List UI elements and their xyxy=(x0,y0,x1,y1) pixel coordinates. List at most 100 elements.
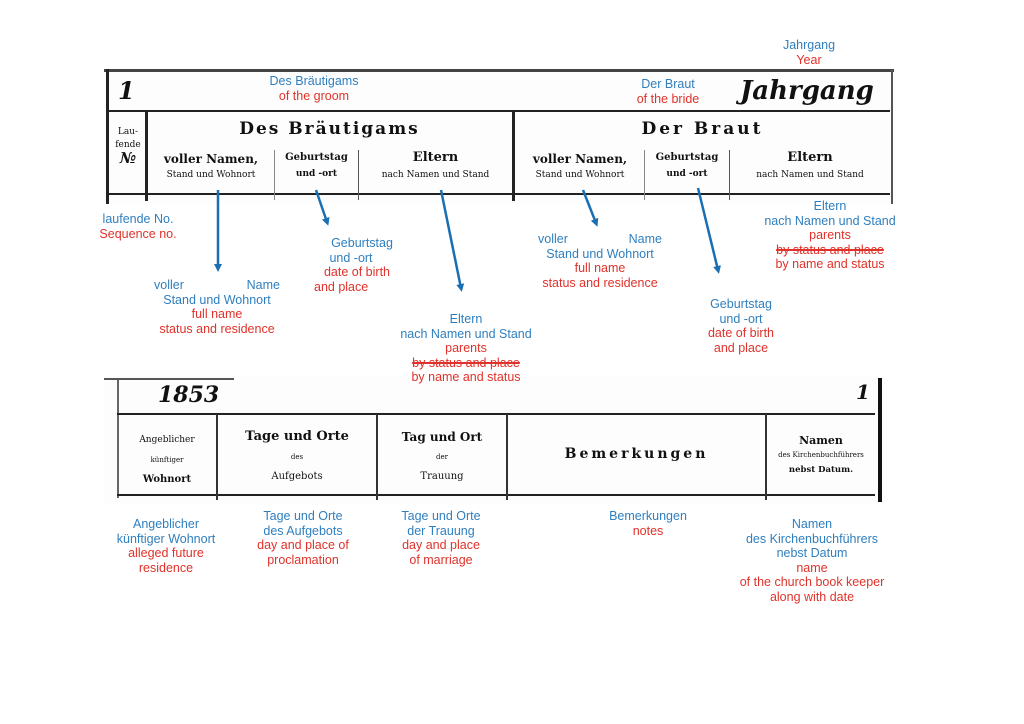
bottom-frame-right-border xyxy=(878,378,882,502)
annotation-keeper-de1: Namen xyxy=(791,517,833,531)
annotation-bride-name: voller Name Stand und Wohnort full name … xyxy=(536,232,664,290)
bottom-col-keeper: Namen des Kirchenbuchführers nebst Datum… xyxy=(767,433,875,478)
future-residence-line1: Angeblicher xyxy=(139,435,195,445)
bride-col-name-subtitle: Stand und Wohnort xyxy=(535,170,625,180)
sequence-header-line3: № xyxy=(119,149,137,167)
annotation-bride-parents-en1: parents xyxy=(809,228,851,242)
annotation-groom-name: voller Name Stand und Wohnort full name … xyxy=(150,278,284,336)
sequence-header-line1: Lau- xyxy=(117,127,139,137)
annotation-keeper-en1: name xyxy=(796,560,828,575)
annotation-bride-name-voller: voller xyxy=(538,232,568,246)
annotation-bride-birth-en2: and place xyxy=(713,340,769,355)
entry-number: 1 xyxy=(118,76,135,105)
bottom-col1-divider xyxy=(216,414,218,500)
top-register-scan xyxy=(104,68,896,204)
annotation-notes: Bemerkungen notes xyxy=(600,509,696,538)
annotation-future-residence-en2: residence xyxy=(138,560,194,575)
annotation-groom-parents-de2: nach Namen und Stand xyxy=(400,326,532,341)
annotation-bride-name-de1: voller Name xyxy=(536,232,664,247)
annotation-year-de: Jahrgang xyxy=(782,38,836,52)
bottom-frame-left-border xyxy=(117,380,119,498)
top-frame-bride-col2-divider xyxy=(729,150,730,200)
annotation-keeper: Namen des Kirchenbuchführers nebst Datum… xyxy=(728,517,896,604)
annotation-groom-de: Des Bräutigams xyxy=(269,74,359,88)
annotation-sequence-en: Sequence no. xyxy=(99,226,177,241)
bottom-col-marriage: Tag und Ort der Trauung xyxy=(378,427,506,487)
proclamation-line2: des xyxy=(290,453,304,461)
annotation-groom-parents: Eltern nach Namen und Stand parents by s… xyxy=(388,312,544,385)
groom-col-name-subtitle: Stand und Wohnort xyxy=(166,170,256,180)
keeper-line2: des Kirchenbuchführers xyxy=(778,451,864,459)
annotation-keeper-de3: nebst Datum xyxy=(776,546,848,560)
groom-col-parents: Eltern nach Namen und Stand xyxy=(359,150,512,180)
annotation-groom-parents-en2: by name and status xyxy=(411,370,521,384)
top-frame-top-border xyxy=(104,69,894,72)
annotation-groom-name-en1: full name xyxy=(191,307,243,321)
bottom-frame-header-divider xyxy=(117,413,875,415)
annotation-groom-parents-struck: by status and place xyxy=(412,355,520,370)
annotation-proclamation-de1: Tage und Orte xyxy=(263,509,343,523)
annotation-bride-parents-struck: by status and place xyxy=(776,242,884,257)
top-frame-groom-col2-divider xyxy=(358,150,359,200)
annotation-groom-birth: Geburtstag und -ort date of birth and pl… xyxy=(314,236,396,294)
annotation-proclamation-en2: proclamation xyxy=(267,552,339,567)
top-frame-sequence-divider xyxy=(145,111,148,201)
top-frame-right-border xyxy=(891,69,893,204)
annotation-bride-birth: Geburtstag und -ort date of birth and pl… xyxy=(700,297,782,355)
annotation-bride-name-en1: full name xyxy=(574,261,626,275)
annotation-groom-birth-de2: und -ort xyxy=(329,250,373,265)
future-residence-line3: Wohnort xyxy=(142,474,192,485)
annotation-groom: Des Bräutigams of the groom xyxy=(256,74,372,103)
bottom-col-proclamation: Tage und Orte des Aufgebots xyxy=(218,427,376,487)
annotation-groom-name-de1: voller Name xyxy=(150,278,284,293)
annotation-groom-en: of the groom xyxy=(278,88,350,103)
top-frame-groom-bride-divider xyxy=(512,111,515,201)
annotation-bride-en: of the bride xyxy=(636,91,700,106)
future-residence-line2: künftiger xyxy=(150,456,184,464)
annotation-groom-parents-de1: Eltern xyxy=(449,312,483,326)
bride-heading: Der Braut xyxy=(641,119,764,139)
sequence-header: Lau- fende № xyxy=(110,126,146,167)
annotation-marriage-en2: of marriage xyxy=(409,552,473,567)
annotation-groom-name-voller: voller xyxy=(154,278,184,292)
annotation-future-residence-de2: künftiger Wohnort xyxy=(116,531,216,546)
bride-col-birth-title: Geburtstag xyxy=(655,152,719,163)
top-frame-groom-col1-divider xyxy=(274,150,275,200)
annotation-proclamation: Tage und Orte des Aufgebots day and plac… xyxy=(250,509,356,567)
annotation-bride-parents: Eltern nach Namen und Stand parents by s… xyxy=(752,199,908,272)
year-heading: Jahrgang xyxy=(740,76,874,106)
annotation-keeper-en3: along with date xyxy=(769,589,855,604)
bride-col-parents-subtitle: nach Namen und Stand xyxy=(756,170,864,180)
bottom-register-scan xyxy=(104,376,884,504)
annotation-future-residence-en1: alleged future xyxy=(128,546,204,560)
bottom-page-number: 1 xyxy=(856,380,870,404)
arrow-groom-parents xyxy=(439,189,465,292)
annotation-keeper-de2: des Kirchenbuchführers xyxy=(745,531,879,546)
keeper-line1: Namen xyxy=(799,434,843,447)
bottom-col-notes: Bemerkungen xyxy=(564,446,709,462)
annotation-marriage-de2: der Trauung xyxy=(407,523,475,538)
annotation-groom-birth-en2: and place xyxy=(314,279,369,294)
annotation-marriage: Tage und Orte der Trauung day and place … xyxy=(394,509,488,567)
annotation-sequence: laufende No. Sequence no. xyxy=(92,212,184,241)
annotation-proclamation-en1: day and place of xyxy=(257,538,349,552)
annotation-groom-birth-de1: Geburtstag xyxy=(331,236,393,250)
groom-col-birth-title: Geburtstag xyxy=(285,152,348,163)
groom-col-birth-subtitle: und -ort xyxy=(295,169,338,179)
keeper-line3: nebst Datum. xyxy=(788,465,854,475)
annotation-groom-birth-en1: date of birth xyxy=(323,265,390,279)
annotation-groom-parents-en1: parents xyxy=(445,341,487,355)
bottom-col2-divider xyxy=(376,414,378,500)
proclamation-line3: Aufgebots xyxy=(271,471,323,482)
annotation-year-en: Year xyxy=(796,52,822,67)
annotation-bride: Der Braut of the bride xyxy=(626,77,710,106)
marriage-line2: der xyxy=(436,453,448,461)
bride-col-parents-title: Eltern xyxy=(787,150,833,165)
annotation-bride-parents-de1: Eltern xyxy=(813,199,847,213)
annotation-bride-de: Der Braut xyxy=(641,77,695,91)
top-frame-bottom-border xyxy=(108,193,890,195)
bottom-year: 1853 xyxy=(158,382,220,408)
top-frame-header-divider xyxy=(108,110,890,112)
bottom-frame-top-border xyxy=(104,378,234,380)
bride-col-name-title: voller Namen, xyxy=(532,152,628,166)
